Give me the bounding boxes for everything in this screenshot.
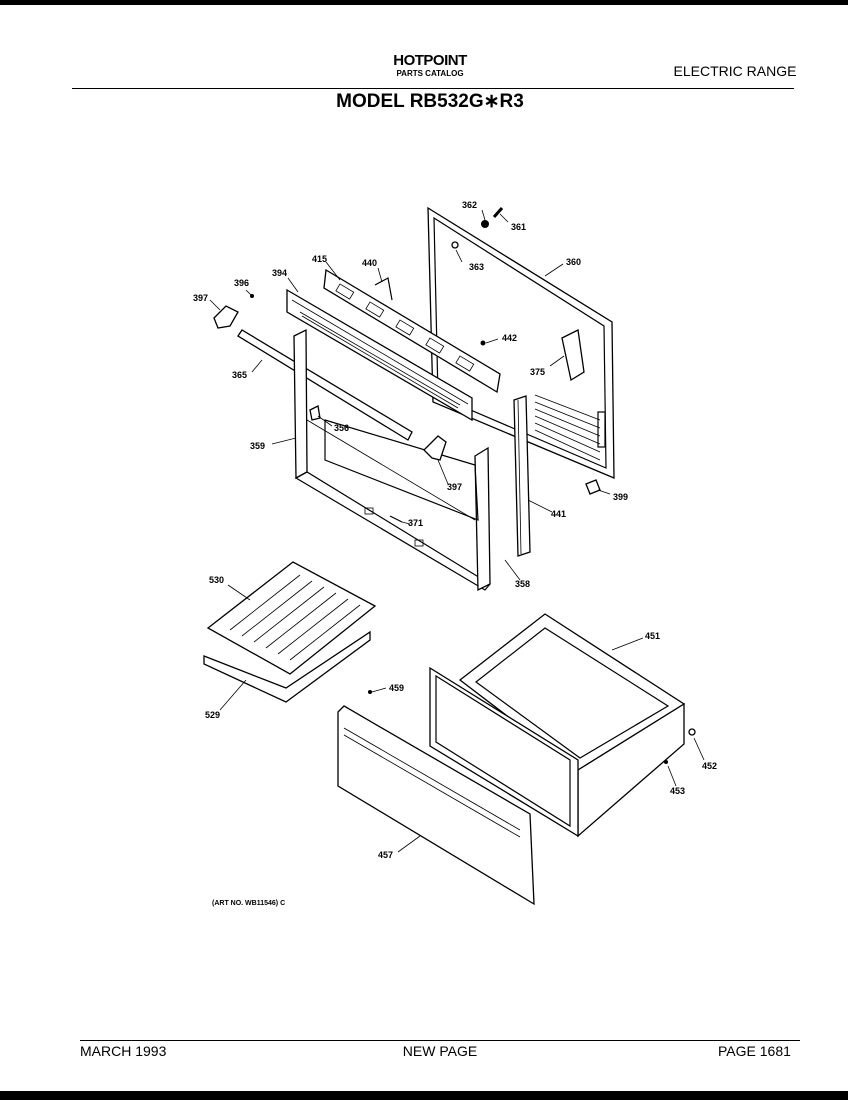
callout-530: 530: [209, 575, 224, 585]
footer-page-number: PAGE 1681: [718, 1043, 791, 1059]
door-top-rail: [286, 288, 473, 422]
callouts: 362 361 415 440 363 360 396 394 397 442 …: [193, 200, 717, 907]
callout-452: 452: [702, 761, 717, 771]
callout-397-right: 397: [447, 482, 462, 492]
screw-362: [481, 220, 489, 228]
top-border-bar: [0, 0, 848, 5]
screw-371: [389, 515, 403, 523]
callout-451: 451: [645, 631, 660, 641]
broiler-pan: [203, 630, 371, 703]
footer-date: MARCH 1993: [80, 1043, 167, 1059]
clip-363: [451, 241, 459, 249]
callout-441: 441: [551, 509, 566, 519]
callout-440: 440: [362, 258, 377, 268]
callout-529: 529: [205, 710, 220, 720]
vent-trim: [323, 268, 501, 394]
callout-459: 459: [389, 683, 404, 693]
callout-361: 361: [511, 222, 526, 232]
brand-name: HOTPOINT: [393, 52, 467, 69]
callout-396: 396: [234, 278, 249, 288]
drawer-front-panel: [337, 705, 535, 906]
callout-359: 359: [250, 441, 265, 451]
door-handle-rod: [237, 329, 413, 441]
clip-356: [309, 405, 321, 421]
screw-361: [492, 207, 504, 218]
screw-453: [664, 760, 668, 764]
spacer-399: [585, 479, 601, 495]
door-outer-panel: [427, 206, 615, 479]
latch-397-left: [213, 305, 239, 329]
footer-divider: [80, 1040, 800, 1041]
callout-360: 360: [566, 257, 581, 267]
callout-397-left: 397: [193, 293, 208, 303]
callout-362: 362: [462, 200, 477, 210]
hinge-block: [561, 329, 585, 382]
bracket-440: [374, 277, 393, 301]
header-divider: [72, 88, 794, 89]
bottom-border-bar: [0, 1091, 848, 1100]
callout-394: 394: [272, 268, 287, 278]
callout-453: 453: [670, 786, 685, 796]
latch-397-right: [423, 435, 447, 461]
screw-442: [480, 340, 486, 346]
product-type: ELECTRIC RANGE: [673, 63, 797, 79]
side-channel: [513, 395, 531, 557]
screw-459: [368, 690, 372, 694]
callout-371: 371: [408, 518, 423, 528]
callout-365: 365: [232, 370, 247, 380]
model-title: MODEL RB532G∗R3: [336, 91, 524, 112]
storage-drawer: [429, 613, 686, 838]
broiler-pan-grid: [206, 561, 377, 675]
callout-399: 399: [613, 492, 628, 502]
callout-415: 415: [312, 254, 327, 264]
art-number: (ART NO. WB11546) C: [212, 900, 285, 907]
callout-457: 457: [378, 850, 393, 860]
callout-358: 358: [515, 579, 530, 589]
callout-363: 363: [469, 262, 484, 272]
catalog-subtitle: PARTS CATALOG: [396, 69, 464, 78]
callout-375: 375: [530, 367, 545, 377]
footer-note: NEW PAGE: [402, 1043, 478, 1059]
callout-442: 442: [502, 333, 517, 343]
leader-lines: [209, 209, 705, 853]
callout-356: 356: [334, 423, 349, 433]
nut-452: [688, 728, 696, 736]
